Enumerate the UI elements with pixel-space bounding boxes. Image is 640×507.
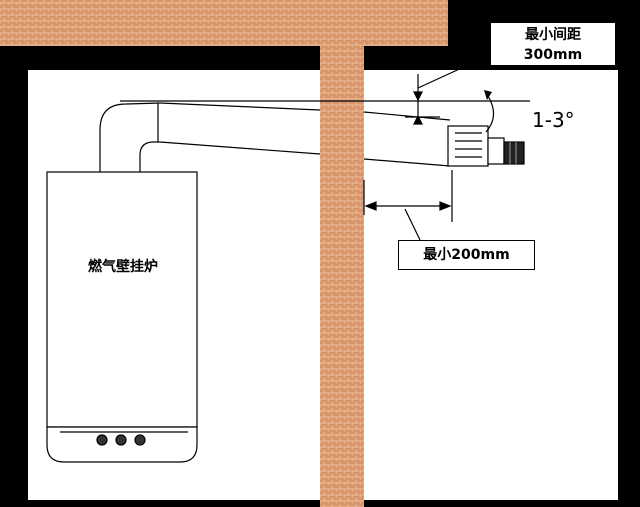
knob-1 [96, 434, 108, 446]
flue-pipe [99, 102, 451, 172]
min-gap-label-line2: 300mm [523, 47, 583, 63]
min-gap-callout: 最小间距 300mm [490, 22, 616, 66]
min-extension-callout: 最小200mm [398, 240, 535, 270]
flue-terminal [447, 125, 525, 167]
knob-3 [134, 434, 146, 446]
heater-label: 燃气壁挂炉 [88, 259, 158, 275]
min-extension-dimension [363, 170, 453, 241]
knob-2 [115, 434, 127, 446]
gas-boiler [46, 171, 198, 463]
brick-wall [320, 46, 364, 507]
angle-label: 1-3° [532, 108, 575, 132]
min-gap-dimension [405, 54, 491, 125]
min-gap-label-line1: 最小间距 [525, 27, 581, 43]
angle-arc [485, 95, 495, 133]
ceiling-beam [0, 0, 448, 46]
